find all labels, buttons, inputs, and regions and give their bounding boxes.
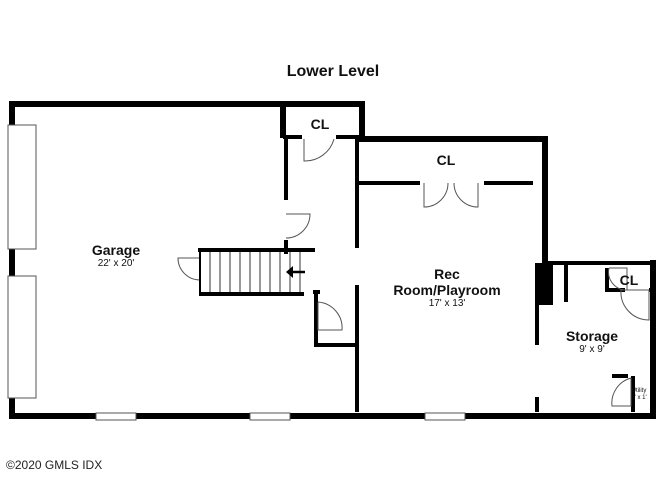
door-swings [177,138,650,407]
stair-direction-arrow-icon [286,266,305,278]
utility-name: Utility [631,388,647,394]
floor-title: Lower Level [286,63,380,80]
storage-dimensions: 9' x 9' [579,344,605,355]
storage-name: Storage [565,328,619,344]
rec-room-dimensions: 17' x 13' [428,298,466,309]
garage-name: Garage [91,242,141,258]
rec-room-label: Rec Room/Playroom 17' x 13' [382,266,512,310]
closet-right-label: CL [619,272,639,288]
chimney-block [538,263,553,305]
copyright-notice: ©2020 GMLS IDX [6,458,103,472]
garage-dimensions: 22' x 20' [97,258,135,269]
storage-label: Storage 9' x 9' [552,328,632,356]
garage-label: Garage 22' x 20' [76,242,156,270]
interior-walls [283,135,653,412]
rec-room-name: Rec Room/Playroom [393,266,501,298]
closet-middle-label: CL [436,152,456,168]
closet-top-label: CL [310,116,330,132]
windows [95,412,466,421]
garage-door-openings [7,124,37,399]
utility-dimensions: 3' x 1' [631,395,647,401]
utility-label: Utility 3' x 1' [627,388,651,402]
